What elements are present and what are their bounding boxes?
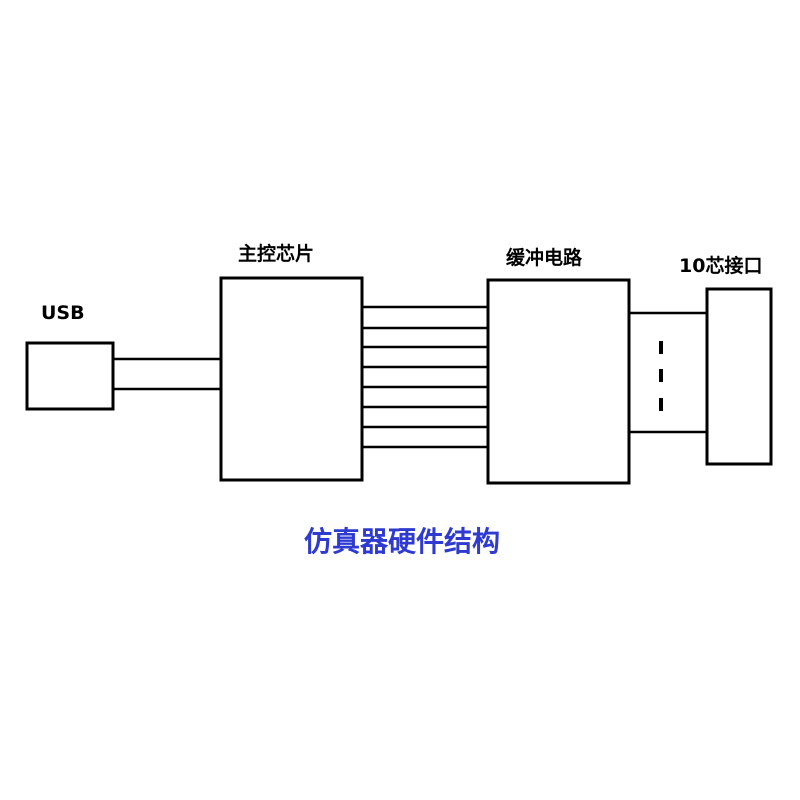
connector-label: 10芯接口 bbox=[679, 255, 763, 277]
diagram-caption: 仿真器硬件结构 bbox=[304, 525, 501, 558]
buffer-circuit-block bbox=[486, 278, 631, 485]
main-chip-label: 主控芯片 bbox=[238, 243, 315, 265]
usb-block bbox=[25, 341, 115, 411]
buffer-circuit-label: 缓冲电路 bbox=[506, 247, 583, 269]
connector-block bbox=[705, 287, 773, 466]
main-chip-block bbox=[219, 276, 364, 482]
usb-label: USB bbox=[41, 302, 85, 324]
